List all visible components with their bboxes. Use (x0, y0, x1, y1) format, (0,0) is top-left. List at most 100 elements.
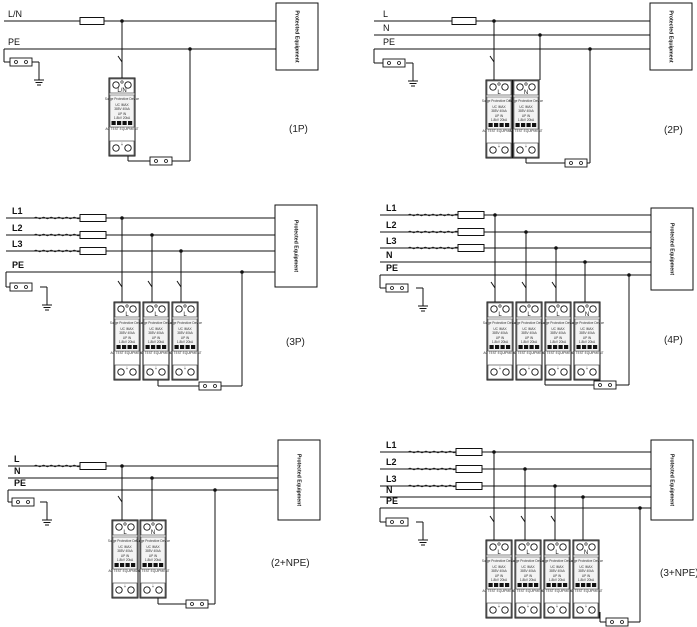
terminal-screw (608, 383, 612, 387)
cable-squiggle (407, 246, 459, 250)
module-header-text: Surge Protective Device (570, 321, 604, 325)
module-window (558, 345, 563, 349)
terminal-screw (14, 285, 18, 289)
terminal-screw (489, 543, 497, 551)
ground-mark-icon: ⏚ (526, 603, 529, 608)
module-window (523, 583, 528, 587)
panel-caption: (2P) (664, 125, 683, 136)
module-footer-text: AC TEST EQUIPMENT (136, 569, 169, 573)
module-spec-text: 385V 40kA (549, 569, 565, 573)
module-header-text: Surge Protective Device (105, 97, 139, 101)
panel-caption: (4P) (664, 335, 683, 346)
ground-mark-icon: ⏚ (556, 365, 559, 370)
line-label: L1 (12, 206, 23, 216)
module-window (127, 345, 132, 349)
module-spec-text: UC IMAX (522, 327, 536, 331)
module-footer-text: AC TEST EQUIPMENT (509, 129, 542, 133)
terminal-screw (588, 543, 596, 551)
module-window (564, 345, 569, 349)
indicator-dot (120, 80, 124, 84)
terminal-screw (14, 60, 18, 64)
equipment-label: Protected Equipment (669, 223, 675, 275)
terminal-screw (400, 286, 404, 290)
module-window (581, 583, 586, 587)
terminal-screw (530, 543, 538, 551)
module-window (587, 345, 592, 349)
module-window (506, 345, 511, 349)
module-window (534, 583, 539, 587)
equipment-label: Protected Equipment (668, 10, 674, 62)
module-terminal-label: L (556, 312, 560, 318)
panel-caption: (3+NPE) (660, 568, 697, 579)
ground-mark-icon: ⏚ (123, 583, 126, 588)
line-label: PE (14, 478, 26, 488)
ground-mark-icon: ⏚ (120, 141, 123, 146)
module-footer-text: AC TEST EQUIPMENT (511, 589, 544, 593)
module-spec-text: 385V 40kA (491, 109, 507, 113)
protected-equipment-box: Protected Equipment (649, 2, 693, 71)
module-top-terminal (545, 302, 571, 318)
module-window (582, 345, 587, 349)
terminal-screw (577, 368, 585, 376)
module-top-terminal (172, 302, 198, 318)
module-window (494, 583, 499, 587)
terminal-screw (146, 368, 154, 376)
terminal-screw (531, 305, 539, 313)
module-window (505, 583, 510, 587)
module-spec-text: UP IN (149, 554, 158, 558)
line-label: PE (383, 37, 395, 47)
module-spec-text: 1.8kV 20kA (119, 340, 136, 344)
module-spec-text: 385V 40kA (491, 569, 507, 573)
module-spec-text: 385V 40kA (550, 331, 566, 335)
module-spec-text: UC IMAX (580, 327, 594, 331)
terminal-screw (175, 368, 183, 376)
indicator-dot (584, 542, 588, 546)
terminal-screw (579, 161, 583, 165)
module-spec-text: 385V 40kA (578, 569, 594, 573)
terminal-box (382, 58, 406, 68)
module-window (495, 345, 500, 349)
equipment-outline (277, 439, 321, 521)
cable-squiggle (407, 484, 457, 488)
module-spec-text: 1.8kV 20kA (145, 558, 162, 562)
module-footer-text: AC TEST EQUIPMENT (512, 351, 545, 355)
terminal-box (593, 380, 617, 390)
ground-mark-icon: ⏚ (183, 365, 186, 370)
terminal-screw (531, 368, 539, 376)
module-window (162, 345, 167, 349)
disconnector-blade (551, 281, 557, 289)
module-spec-text: UP IN (553, 574, 562, 578)
module-spec-text: 1.8kV 20kA (148, 340, 165, 344)
disconnector-blade (147, 280, 153, 288)
module-window (515, 123, 520, 127)
terminal-screw (547, 606, 555, 614)
terminal-screw (620, 620, 624, 624)
module-spec-text: UC IMAX (551, 327, 565, 331)
cable-squiggle (407, 450, 457, 454)
fuse-symbol (457, 228, 485, 236)
terminal-screw (547, 543, 555, 551)
terminal-screw (187, 368, 195, 376)
ground-mark-icon: ⏚ (524, 143, 527, 148)
module-spec-text: UC IMAX (550, 565, 564, 569)
terminal-block (185, 599, 209, 609)
equipment-outline (649, 2, 693, 71)
module-window (499, 123, 504, 127)
terminal-screw (124, 144, 132, 152)
module-header-text: Surge Protective Device (110, 321, 144, 325)
module-footer-text: AC TEST EQUIPMENT (570, 351, 603, 355)
terminal-screw (154, 159, 158, 163)
module-spec-text: UC IMAX (579, 565, 593, 569)
module-spec-text: UC IMAX (493, 327, 507, 331)
terminal-box (198, 381, 222, 391)
module-spec-text: 385V 40kA (492, 331, 508, 335)
ground-mark-icon: ⏚ (151, 583, 154, 588)
terminal-screw (610, 620, 614, 624)
line-label: N (386, 485, 393, 495)
terminal-box (385, 517, 409, 527)
